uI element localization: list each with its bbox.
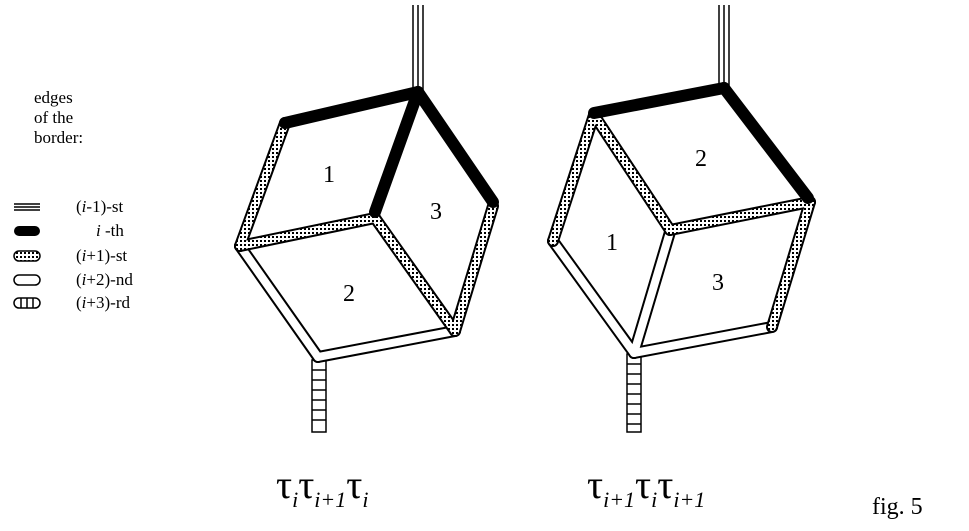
legend-swatch-ladder [13, 297, 41, 309]
right-face-label-2: 2 [695, 146, 707, 172]
right-caption: τi+1τiτi+1 [587, 462, 705, 512]
figure-label: fig. 5 [872, 494, 923, 520]
right-black-edges [588, 82, 814, 204]
legend: edges of the border: (i-1)-st i -th (i+1… [13, 88, 133, 312]
left-figure: 1 2 3 [234, 5, 499, 433]
legend-swatch-triple-line [14, 203, 40, 211]
right-bottom-leg [626, 353, 642, 433]
left-hollow-edges [234, 240, 461, 363]
right-hollow-edges [547, 226, 778, 359]
legend-swatch-hollow [13, 274, 41, 286]
right-top-leg [718, 5, 730, 88]
legend-label-1: (i-1)-st [76, 197, 124, 216]
legend-title-line-3: border: [34, 128, 83, 147]
left-dotted-edges [234, 117, 499, 337]
legend-swatch-solid-black [14, 226, 40, 236]
legend-label-2: i -th [96, 221, 124, 240]
legend-title-line-1: edges [34, 88, 73, 107]
left-face-label-3: 3 [430, 199, 442, 225]
left-bottom-leg [311, 359, 327, 433]
legend-title-line-2: of the [34, 108, 73, 127]
left-top-leg [412, 5, 424, 92]
right-face-label-1: 1 [606, 230, 618, 256]
legend-label-5: (i+3)-rd [76, 293, 130, 312]
left-face-label-1: 1 [323, 162, 335, 188]
legend-label-4: (i+2)-nd [76, 270, 133, 289]
left-caption: τiτi+1τi [276, 462, 368, 512]
right-dotted-edges [547, 109, 816, 333]
left-face-label-2: 2 [343, 281, 355, 307]
right-face-label-3: 3 [712, 270, 724, 296]
legend-swatch-dotted [13, 250, 41, 262]
left-black-edges [279, 86, 499, 218]
legend-label-3: (i+1)-st [76, 246, 127, 265]
right-figure: 2 1 3 [547, 5, 816, 433]
